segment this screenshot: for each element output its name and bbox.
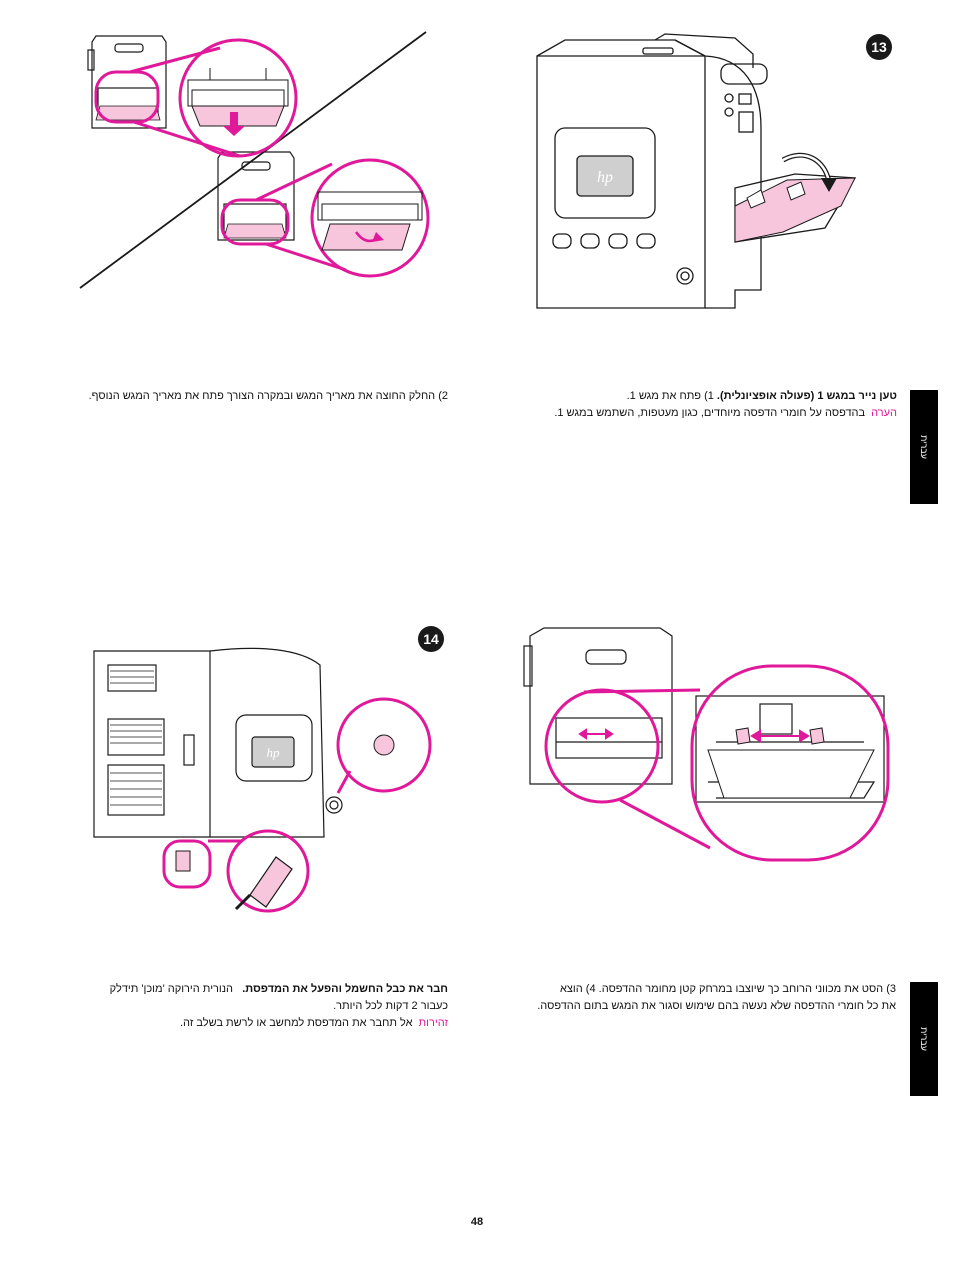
svg-text:hp: hp (267, 745, 281, 760)
svg-text:hp: hp (597, 169, 613, 186)
step-13-badge: 13 (866, 34, 892, 60)
step14-heading: חבר את כבל החשמל והפעל את המדפסת. (242, 983, 448, 995)
step14-line1: 3) הסט את מכווני הרוחב כך שיוצבו במרחק ק… (560, 983, 896, 995)
step13-step1: 1) פתח את מגש 1. (626, 390, 714, 402)
warning-label: זהירות (418, 1017, 449, 1029)
power-cable-illustration: hp (93, 647, 432, 913)
step13-step2: 2) החלק החוצה את מאריך המגש ובמקרה הצורך… (88, 390, 448, 402)
warning-text: אל תחבר את המדפסת למחשב או לרשת בשלב זה. (179, 1017, 413, 1029)
open-tray1-illustration: hp (536, 33, 857, 309)
language-tab-bottom: עברית (910, 982, 938, 1096)
step13-left-text: 2) החלק החוצה את מאריך המגש ובמקרה הצורך… (40, 388, 448, 405)
step14-left-text: חבר את כבל החשמל והפעל את המדפסת. הנורית… (40, 981, 448, 1032)
note-label: הערה (871, 407, 897, 419)
language-tab-top: עברית (910, 390, 938, 504)
step14-right-text: 3) הסט את מכווני הרוחב כך שיוצבו במרחק ק… (480, 981, 896, 1015)
step13-right-text: טען נייר במגש 1 (פעולה אופציונלית). 1) פ… (505, 388, 897, 422)
page-number: 48 (470, 1216, 484, 1228)
tray-extender-illustration (79, 31, 430, 289)
language-tab-label: עברית (919, 435, 929, 459)
width-guides-illustration (523, 627, 890, 862)
step14-text2: כעבור 2 דקות לכל היותר. (333, 1000, 448, 1012)
step-14-badge: 14 (418, 626, 444, 652)
language-tab-label: עברית (919, 1027, 929, 1051)
note-text: בהדפסה על חומרי הדפסה מיוחדים, כגון מעטפ… (554, 407, 866, 419)
step14-text1: הנורית הירוקה 'מוכן' תידלק (109, 983, 234, 995)
step13-heading: טען נייר במגש 1 (פעולה אופציונלית). (716, 390, 897, 402)
step14-line2: את כל חומרי ההדפסה שלא נעשה בהם שימוש וס… (537, 1000, 896, 1012)
